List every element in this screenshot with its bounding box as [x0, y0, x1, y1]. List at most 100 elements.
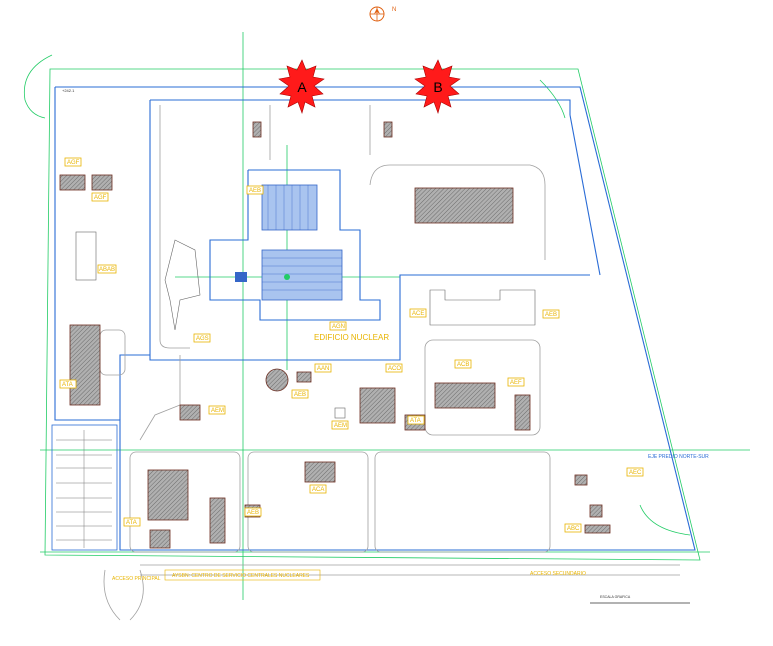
svg-text:ABC: ABC	[567, 526, 580, 532]
tag-acb: ACB	[454, 359, 472, 369]
svg-text:ABAB: ABAB	[99, 267, 115, 273]
building-ata	[69, 324, 101, 406]
building-turbine	[414, 187, 514, 224]
parking-stalls	[56, 430, 112, 548]
svg-text:ATA: ATA	[62, 382, 73, 388]
inner-fence-right	[569, 114, 601, 276]
road-block-sw	[129, 451, 241, 553]
building-aeb-3	[584, 524, 611, 534]
road-north-links	[269, 105, 371, 160]
building-abc	[149, 529, 171, 549]
north-label: N	[392, 7, 396, 13]
road-loop-w	[99, 329, 126, 376]
building-abab	[75, 231, 97, 281]
tag-agn: AGN	[329, 321, 347, 331]
label-box-centro	[164, 569, 321, 581]
label-nuclear-building: EDIFICIO NUCLEAR	[314, 333, 389, 342]
tag-aem-2: AEM	[331, 420, 349, 430]
road-west	[159, 105, 190, 349]
security-fence	[54, 86, 696, 551]
tag-ags: AGS	[193, 333, 211, 343]
tag-aef: AEF	[507, 377, 525, 387]
svg-text:ACO: ACO	[388, 366, 401, 372]
svg-text:ATA: ATA	[410, 418, 421, 424]
tag-aeb-e: AEB	[542, 309, 560, 319]
building-aef	[514, 394, 531, 431]
marker-a-label: A	[297, 79, 307, 95]
building-tower-b	[383, 121, 393, 138]
north-arrow-icon	[369, 6, 385, 22]
nuclear-building	[209, 169, 381, 321]
tag-aec: AEC	[626, 467, 644, 477]
svg-text:AGF: AGF	[67, 160, 80, 166]
label-coord: +242.1	[62, 88, 75, 93]
building-ags	[179, 404, 201, 421]
road-block-e	[424, 339, 541, 436]
road-south	[140, 564, 680, 576]
building-ata-3	[147, 469, 189, 521]
marker-b[interactable]	[414, 59, 461, 114]
tag-aeb-3: AEB	[244, 507, 262, 517]
road-main-access	[103, 569, 144, 621]
tag-aem: AEM	[208, 405, 226, 415]
svg-text:AEB: AEB	[545, 312, 557, 318]
road-loop-ne	[369, 164, 546, 260]
parking-lot	[51, 424, 118, 551]
tag-abab: ABAB	[97, 264, 117, 274]
label-frente-norte-sur: EJE PREDIO NORTE-SUR	[648, 454, 709, 460]
building-tank	[265, 368, 289, 392]
svg-text:ACB: ACB	[457, 362, 469, 368]
svg-text:AEF: AEF	[510, 380, 522, 386]
inner-fence-top	[150, 99, 571, 115]
svg-text:AEC: AEC	[629, 470, 642, 476]
svg-text:AGN: AGN	[332, 324, 345, 330]
svg-text:AEM: AEM	[334, 423, 347, 429]
svg-text:AGF: AGF	[94, 195, 107, 201]
tag-ata-3: ATA	[123, 517, 141, 527]
building-aca-2	[574, 474, 588, 486]
building-west-annex	[164, 239, 201, 331]
tag-ata: ATA	[59, 379, 77, 389]
tag-agf: AGF	[64, 157, 82, 167]
label-acceso-secundario: ACCESO SECUNDARIO	[530, 571, 586, 577]
building-aem	[334, 407, 346, 419]
svg-text:ACE: ACE	[412, 311, 424, 317]
svg-text:AEB: AEB	[294, 392, 306, 398]
fence-west	[119, 354, 150, 420]
building-ace	[429, 289, 536, 326]
label-acceso-principal: ACCESO PRINCIPAL	[112, 576, 161, 582]
svg-text:AAN: AAN	[317, 366, 329, 372]
building-agf-2	[91, 174, 113, 191]
building-aca	[304, 461, 336, 483]
building-acb	[434, 382, 496, 409]
tag-ata-2: ATA	[407, 415, 425, 425]
tag-abc: ABC	[564, 523, 582, 533]
marker-b-label: B	[433, 79, 442, 95]
tag-aeb: AEB	[246, 185, 264, 195]
tag-aeb-2: AEB	[291, 389, 309, 399]
svg-text:AEM: AEM	[211, 408, 224, 414]
label-escala: ESCALA GRAFICA	[600, 595, 631, 599]
road-block-s	[247, 451, 369, 553]
building-aeb	[209, 497, 226, 544]
svg-text:AGS: AGS	[196, 336, 209, 342]
tag-aco: ACO	[385, 363, 403, 373]
road-block-se	[374, 451, 551, 553]
svg-text:ATA: ATA	[126, 520, 137, 526]
building-aco	[359, 387, 396, 424]
building-tower-a	[252, 121, 262, 138]
tag-agf-2: AGF	[91, 192, 109, 202]
tag-aan: AAN	[314, 363, 332, 373]
svg-text:ACA: ACA	[312, 487, 324, 493]
label-centro-servicio: AYSBN: CENTRO DE SERVICIO CENTRALES NUCL…	[172, 573, 310, 579]
inner-fence	[149, 100, 590, 361]
svg-text:AEB: AEB	[247, 510, 259, 516]
tag-aca: ACA	[309, 484, 327, 494]
marker-a[interactable]	[278, 59, 325, 114]
building-aec-2	[589, 504, 603, 518]
arc-ne	[539, 79, 566, 119]
building-aan	[296, 371, 312, 383]
tag-ace: ACE	[409, 308, 427, 318]
arc-nw	[23, 54, 53, 119]
